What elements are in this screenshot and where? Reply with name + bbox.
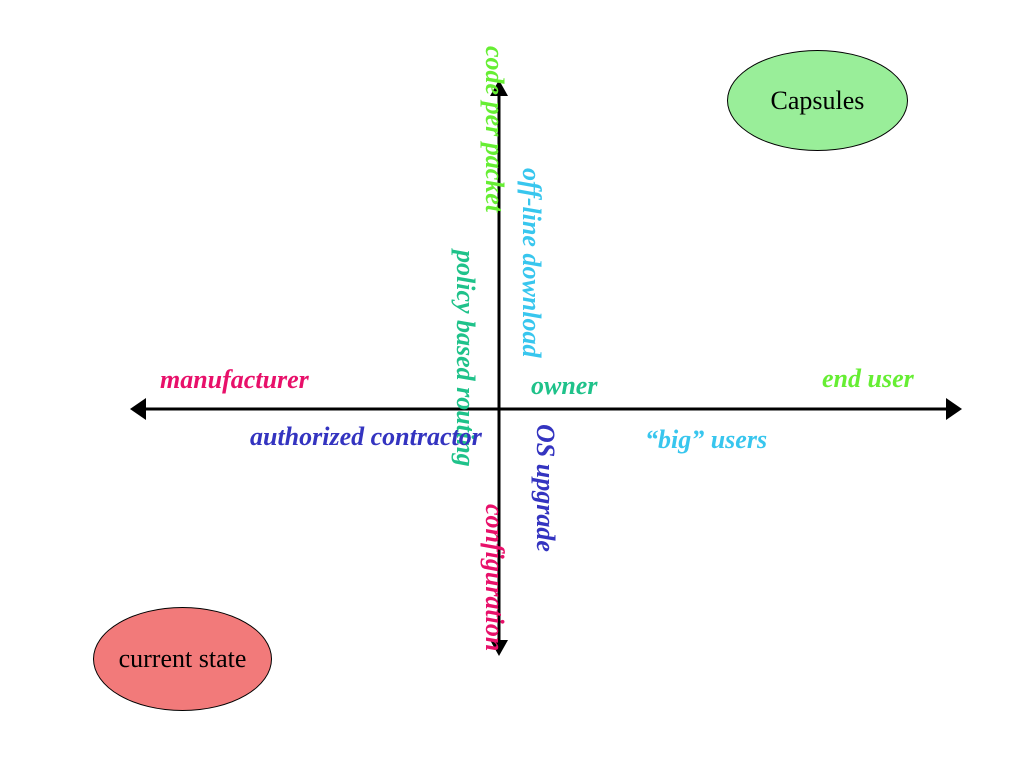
- label-os-upgrade: OS upgrade: [531, 424, 560, 552]
- label-end-user: end user: [822, 364, 914, 393]
- label-policy-based-routing: policy based routing: [451, 250, 480, 467]
- label-manufacturer: manufacturer: [160, 365, 309, 394]
- label-owner: owner: [531, 371, 598, 400]
- label-authorized-contractor: authorized contractor: [250, 422, 482, 451]
- current-state-node: current state: [93, 607, 272, 711]
- capsules-label: Capsules: [770, 85, 865, 115]
- label-configuration: configuration: [480, 504, 509, 652]
- horizontal-axis-left-arrow: [130, 398, 146, 420]
- vertical-axis-top-arrow: [490, 80, 508, 96]
- label-code-per-packet: code per packet: [480, 46, 509, 213]
- label-off-line-download: off-line download: [517, 168, 546, 358]
- vertical-axis-bottom-arrow: [490, 640, 508, 656]
- capsules-node: Capsules: [727, 50, 908, 151]
- label-big-users: “big” users: [645, 425, 768, 454]
- horizontal-axis-right-arrow: [946, 398, 962, 420]
- current-state-label: current state: [118, 644, 247, 673]
